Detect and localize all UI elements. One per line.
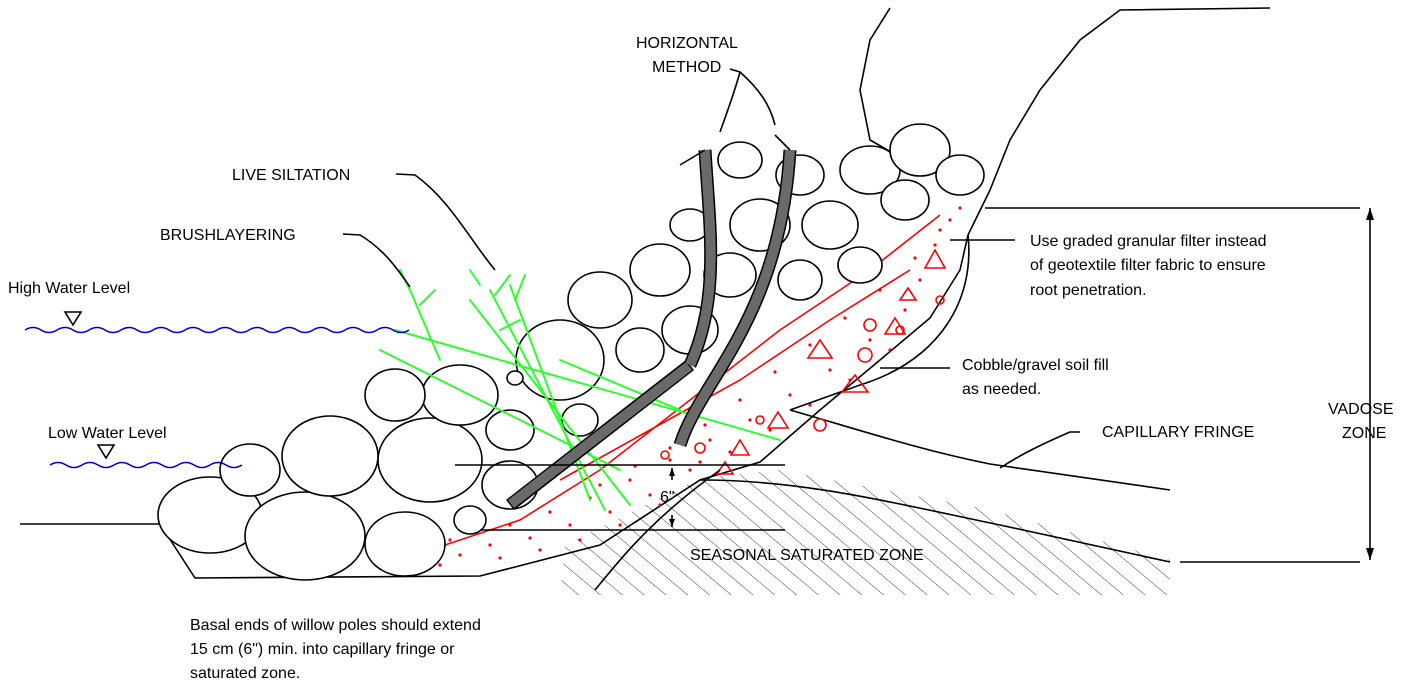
brushlayering-label: BRUSHLAYERING — [160, 227, 296, 244]
live-siltation-label: LIVE SILTATION — [232, 167, 350, 184]
basal-note-line1: Basal ends of willow poles should extend — [190, 617, 481, 634]
vadose-zone-label-line1: VADOSE — [1328, 401, 1394, 418]
seasonal-saturated-zone-label: SEASONAL SATURATED ZONE — [690, 547, 924, 564]
cobble-note-line1: Cobble/gravel soil fill — [962, 357, 1109, 374]
cobble-note-line2: as needed. — [962, 381, 1041, 398]
vadose-zone-label-line2: ZONE — [1342, 425, 1386, 442]
horizontal-method-label-line1: HORIZONTAL — [636, 35, 738, 52]
high-water-line — [25, 312, 409, 333]
horizontal-method-label-line2: METHOD — [652, 59, 721, 76]
saturated-zone-hatch — [560, 470, 1170, 595]
low-water-level-label: Low Water Level — [48, 425, 167, 442]
six-inch-dimension: 6" — [660, 489, 675, 506]
filter-note-line3: root penetration. — [1030, 282, 1147, 299]
filter-note-line1: Use graded granular filter instead — [1030, 233, 1267, 250]
basal-note-line3: saturated zone. — [190, 665, 300, 682]
basal-note-line2: 15 cm (6") min. into capillary fringe or — [190, 641, 455, 658]
low-water-line — [50, 445, 242, 468]
high-water-level-label: High Water Level — [8, 280, 130, 297]
capillary-fringe-label: CAPILLARY FRINGE — [1102, 424, 1254, 441]
filter-note-line2: of geotextile filter fabric to ensure — [1030, 257, 1266, 274]
